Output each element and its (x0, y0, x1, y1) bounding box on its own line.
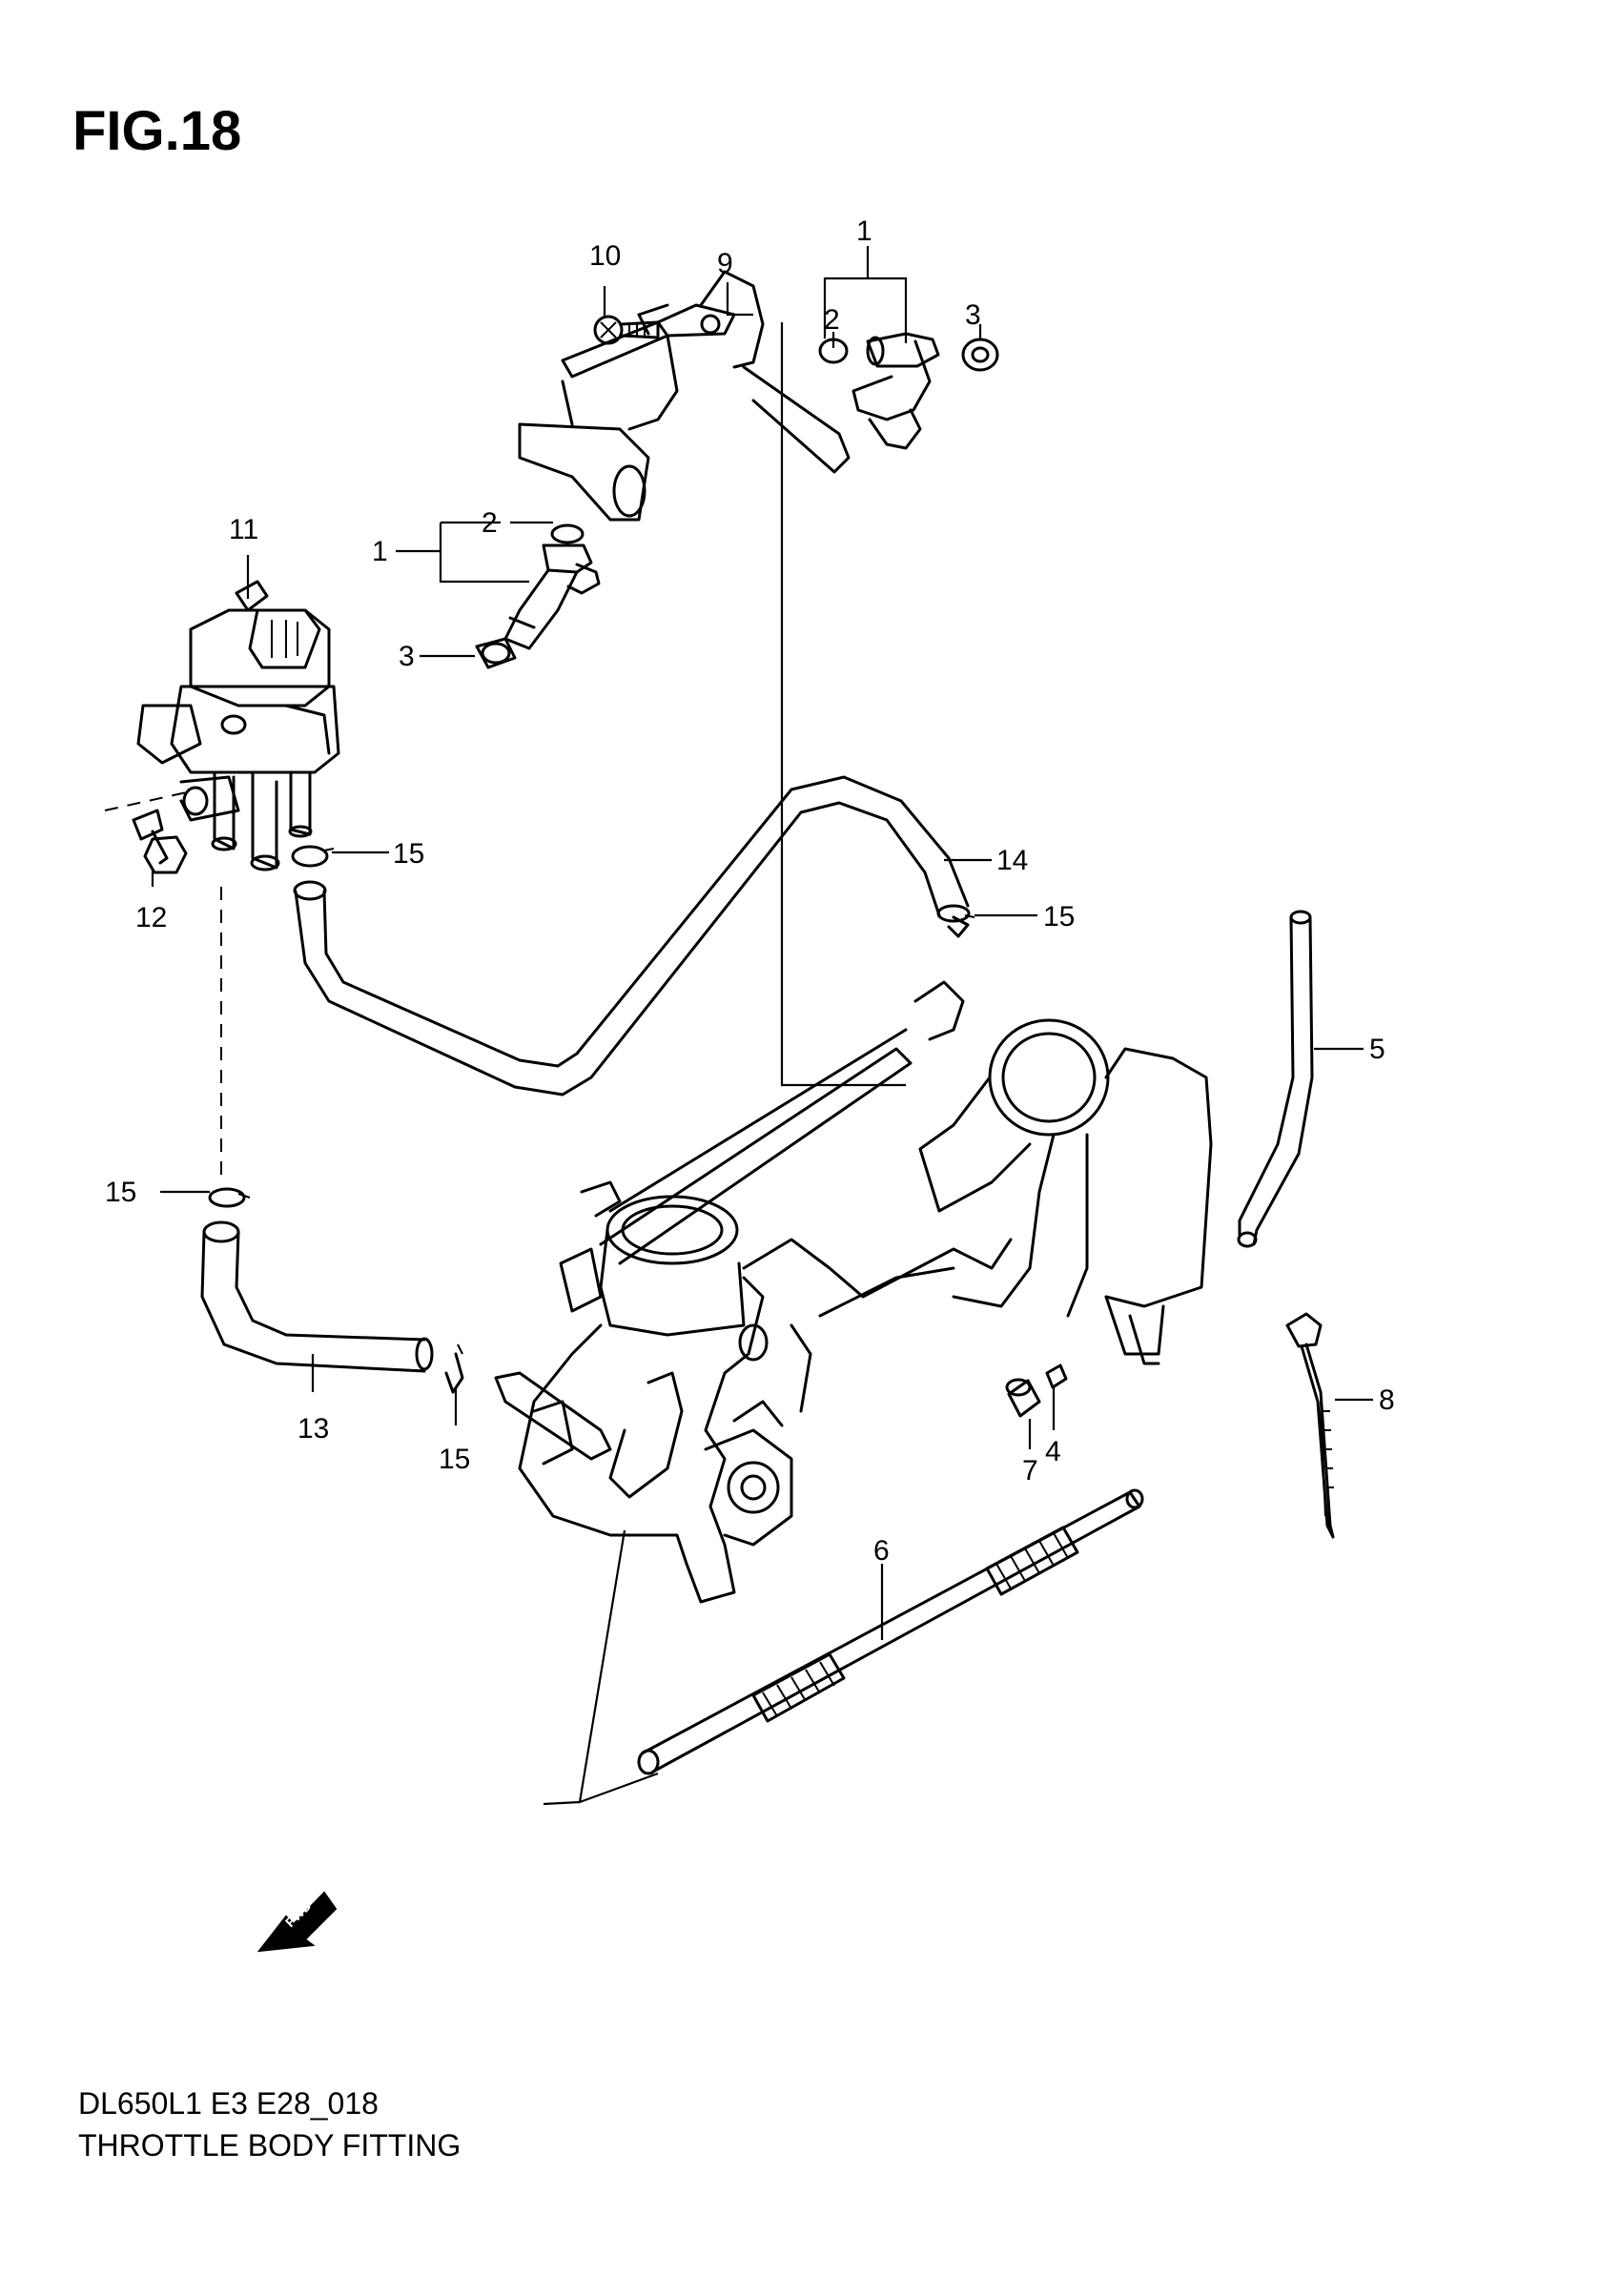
callout-3-upper: 3 (965, 299, 981, 331)
diagram-caption: THROTTLE BODY FITTING (78, 2128, 462, 2163)
fuel-delivery-pipe[interactable] (518, 270, 851, 522)
clamp-15-left[interactable] (208, 1187, 251, 1208)
leader-lines (151, 246, 1373, 1640)
callout-11: 11 (229, 514, 258, 545)
fwd-arrow-icon: FWD (256, 1891, 338, 1953)
clamp-15-isc[interactable] (291, 845, 335, 868)
cushion-upper[interactable] (961, 338, 999, 372)
bolt-12[interactable] (104, 790, 192, 874)
callout-2-lower: 2 (482, 507, 498, 539)
callout-15-isc: 15 (393, 838, 424, 870)
link-rod-6[interactable] (637, 1488, 1144, 1775)
throttle-body-assembly[interactable] (494, 980, 1213, 1604)
callout-3-lower: 3 (399, 641, 415, 672)
cap-7[interactable] (1005, 1378, 1041, 1418)
callout-10: 10 (589, 240, 621, 272)
cushion-lower[interactable] (475, 637, 517, 669)
callout-4: 4 (1045, 1436, 1061, 1467)
callout-15-hose14: 15 (1043, 901, 1075, 933)
isc-valve[interactable] (136, 580, 340, 871)
callout-2-upper: 2 (824, 304, 840, 336)
callout-8: 8 (1379, 1384, 1395, 1416)
diagram-code: DL650L1 E3 E28_018 (78, 2086, 379, 2121)
screw-10[interactable] (593, 315, 660, 345)
cable-tie-8[interactable] (1285, 1312, 1335, 1539)
clamp-15-hose13[interactable] (444, 1343, 464, 1394)
hose-13[interactable] (200, 1220, 434, 1373)
callout-14: 14 (996, 845, 1028, 876)
callout-15-hose13: 15 (439, 1444, 470, 1475)
callout-1-lower: 1 (372, 536, 388, 567)
vacuum-hose-5[interactable] (1237, 910, 1314, 1248)
callout-6: 6 (873, 1535, 890, 1567)
clip-4[interactable] (1045, 1363, 1068, 1389)
figure-title: FIG.18 (72, 100, 242, 162)
callout-15-left: 15 (105, 1177, 136, 1208)
hose-14[interactable] (293, 775, 971, 1097)
callout-12: 12 (135, 902, 167, 933)
callout-9: 9 (717, 248, 733, 279)
fuel-injector-lower[interactable] (503, 543, 601, 650)
callout-1-upper: 1 (856, 215, 872, 247)
callout-13: 13 (298, 1413, 329, 1445)
fuel-injector-upper[interactable] (852, 332, 940, 450)
o-ring-lower[interactable] (550, 523, 585, 544)
assembly-dash-lines (220, 322, 906, 1806)
callout-labels: 1 2 3 9 10 2 1 3 11 12 15 14 15 5 15 13 … (105, 215, 1395, 1567)
callout-5: 5 (1369, 1034, 1385, 1065)
callout-7: 7 (1022, 1455, 1038, 1486)
